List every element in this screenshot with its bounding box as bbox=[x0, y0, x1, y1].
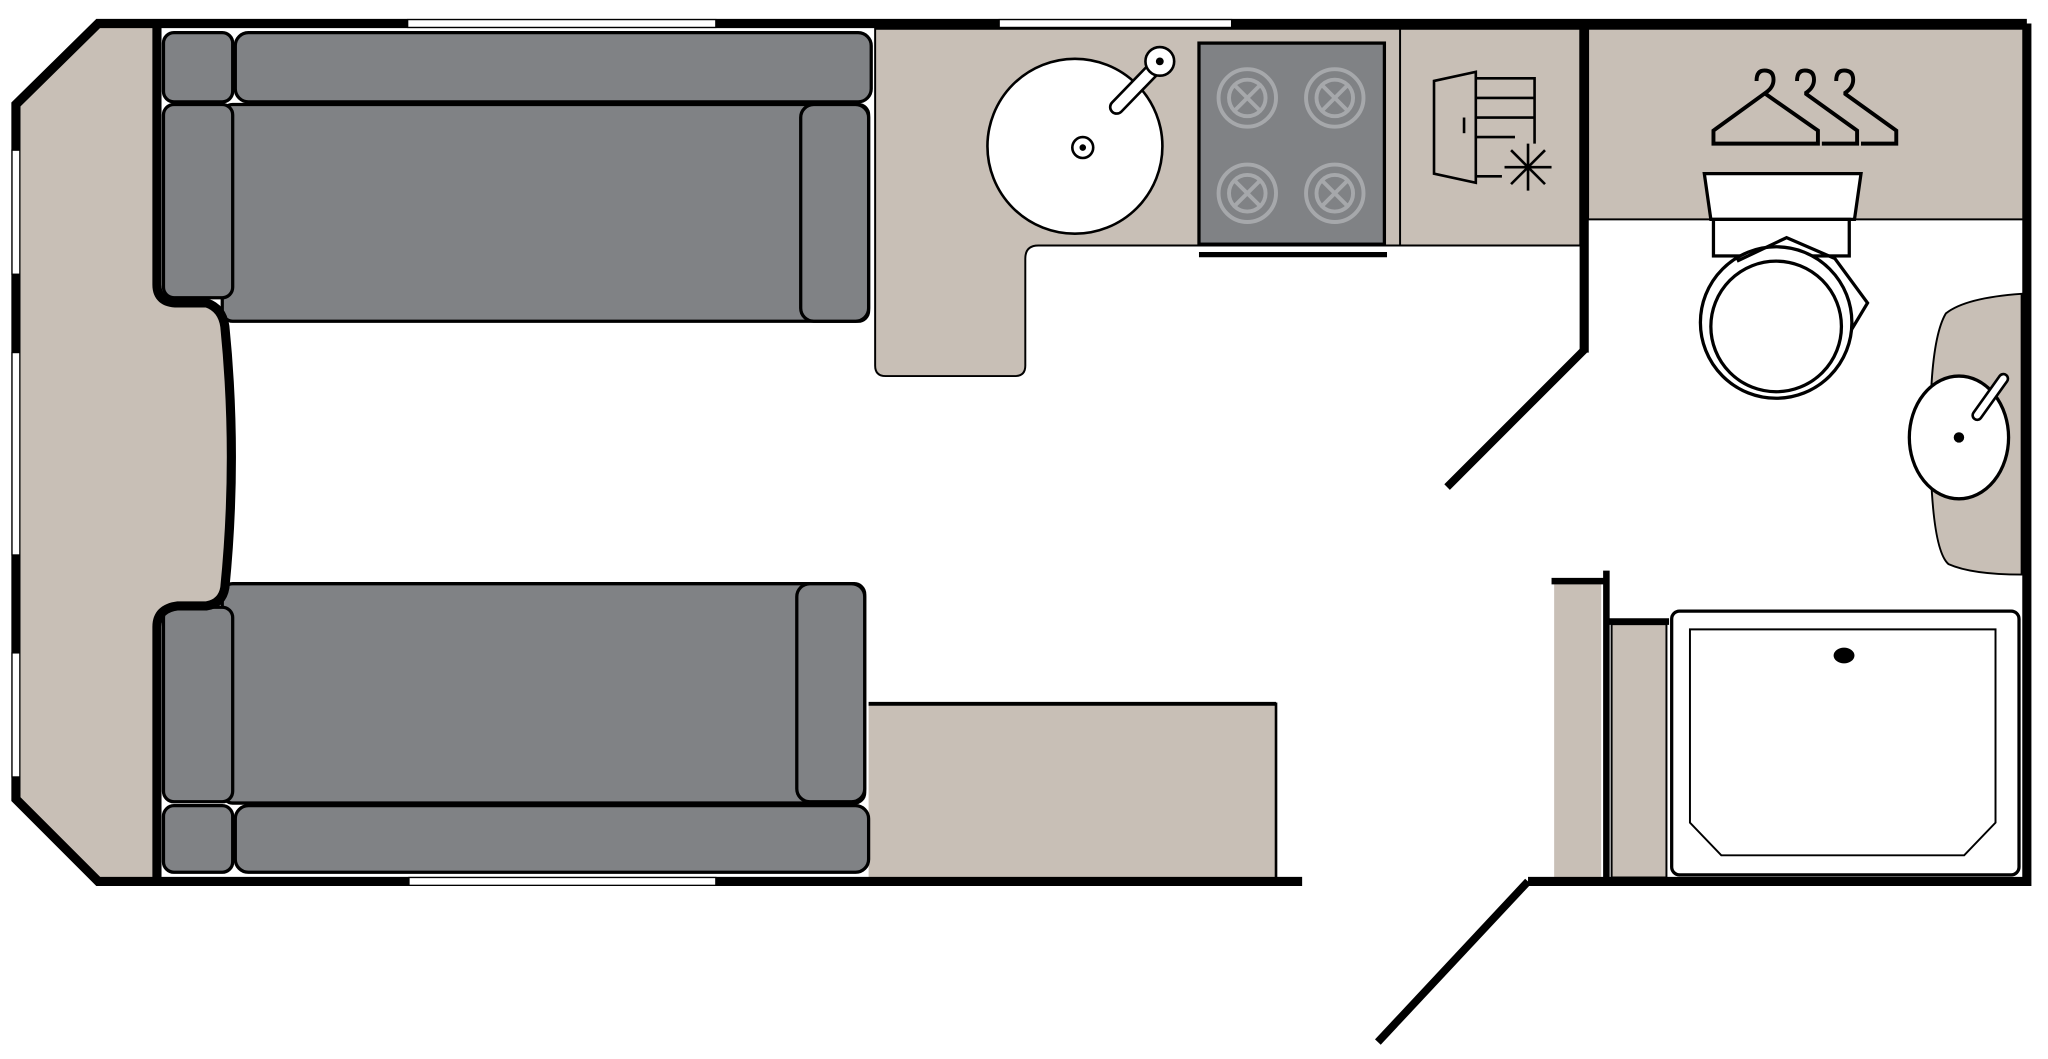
side-cabinet bbox=[868, 702, 1277, 878]
washroom-door[interactable] bbox=[1444, 347, 1587, 490]
sink-icon bbox=[986, 45, 1176, 236]
bathroom-partition bbox=[1551, 570, 1670, 882]
shower-tray-icon bbox=[1670, 609, 2021, 877]
lounge-outline bbox=[152, 23, 236, 882]
entrance-door[interactable] bbox=[1375, 878, 1531, 1045]
bathroom-cabinet-b bbox=[1610, 623, 1668, 879]
bathroom-cabinet-a bbox=[1554, 583, 1602, 878]
basin-icon bbox=[1907, 372, 2011, 501]
toilet-icon bbox=[1698, 172, 1870, 400]
hanger-icon bbox=[1711, 68, 1899, 146]
hob-icon bbox=[1197, 41, 1388, 258]
windows bbox=[11, 18, 1233, 886]
fridge-icon bbox=[1432, 70, 1552, 191]
sofa-bottom bbox=[161, 582, 871, 874]
front-lounge-base bbox=[15, 23, 232, 882]
sofa-top bbox=[161, 31, 873, 323]
